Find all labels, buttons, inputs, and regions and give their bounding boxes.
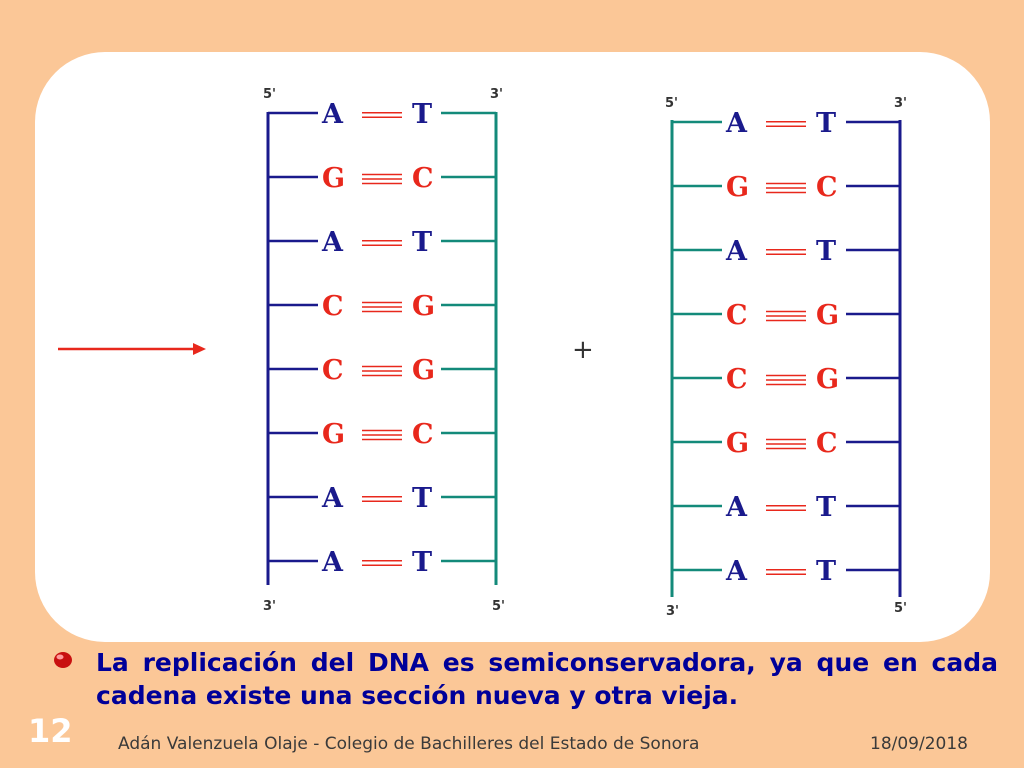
right-base-letter: T <box>816 556 836 587</box>
right-base-letter: G <box>412 355 435 386</box>
right-base-letter: T <box>816 108 836 139</box>
left-base-letter: C <box>322 291 344 322</box>
left-base-letter: A <box>725 236 748 267</box>
left-base-letter: C <box>322 355 344 386</box>
right-base-letter: T <box>816 236 836 267</box>
right-base-letter: T <box>412 227 432 258</box>
strand-end-label: 3' <box>894 96 907 111</box>
left-base-letter: G <box>322 419 345 450</box>
left-base-letter: A <box>321 227 344 258</box>
right-base-letter: T <box>412 547 432 578</box>
caption-text: La replicación del DNA es semiconservado… <box>96 648 998 710</box>
footer-date: 18/09/2018 <box>870 734 968 754</box>
right-base-letter: C <box>412 419 434 450</box>
arrow-head <box>193 343 206 355</box>
strand-end-label: 5' <box>894 601 907 616</box>
left-base-letter: G <box>726 428 749 459</box>
right-base-letter: C <box>412 163 434 194</box>
right-base-letter: C <box>816 172 838 203</box>
left-base-letter: A <box>725 108 748 139</box>
strand-end-label: 3' <box>666 604 679 619</box>
left-base-letter: G <box>322 163 345 194</box>
left-base-letter: G <box>726 172 749 203</box>
strand-end-label: 5' <box>492 599 505 614</box>
strand-end-label: 5' <box>263 87 276 102</box>
red-sphere-bullet-icon <box>54 652 72 668</box>
strand-end-label: 3' <box>263 599 276 614</box>
left-base-letter: A <box>321 99 344 130</box>
replication-arrow-icon <box>58 343 206 355</box>
left-base-letter: A <box>321 483 344 514</box>
footer-author: Adán Valenzuela Olaje - Colegio de Bachi… <box>118 734 700 754</box>
right-base-letter: T <box>412 483 432 514</box>
right-base-letter: T <box>412 99 432 130</box>
left-base-letter: A <box>725 492 748 523</box>
left-base-letter: C <box>726 300 748 331</box>
plus-sign: + <box>572 335 594 365</box>
strand-end-label: 5' <box>665 96 678 111</box>
right-base-letter: G <box>816 300 839 331</box>
right-base-letter: G <box>816 364 839 395</box>
right-base-letter: T <box>816 492 836 523</box>
slide-number: 12 <box>28 712 73 750</box>
strand-end-label: 3' <box>490 87 503 102</box>
left-base-letter: A <box>725 556 748 587</box>
right-base-letter: G <box>412 291 435 322</box>
left-base-letter: C <box>726 364 748 395</box>
left-base-letter: A <box>321 547 344 578</box>
right-base-letter: C <box>816 428 838 459</box>
